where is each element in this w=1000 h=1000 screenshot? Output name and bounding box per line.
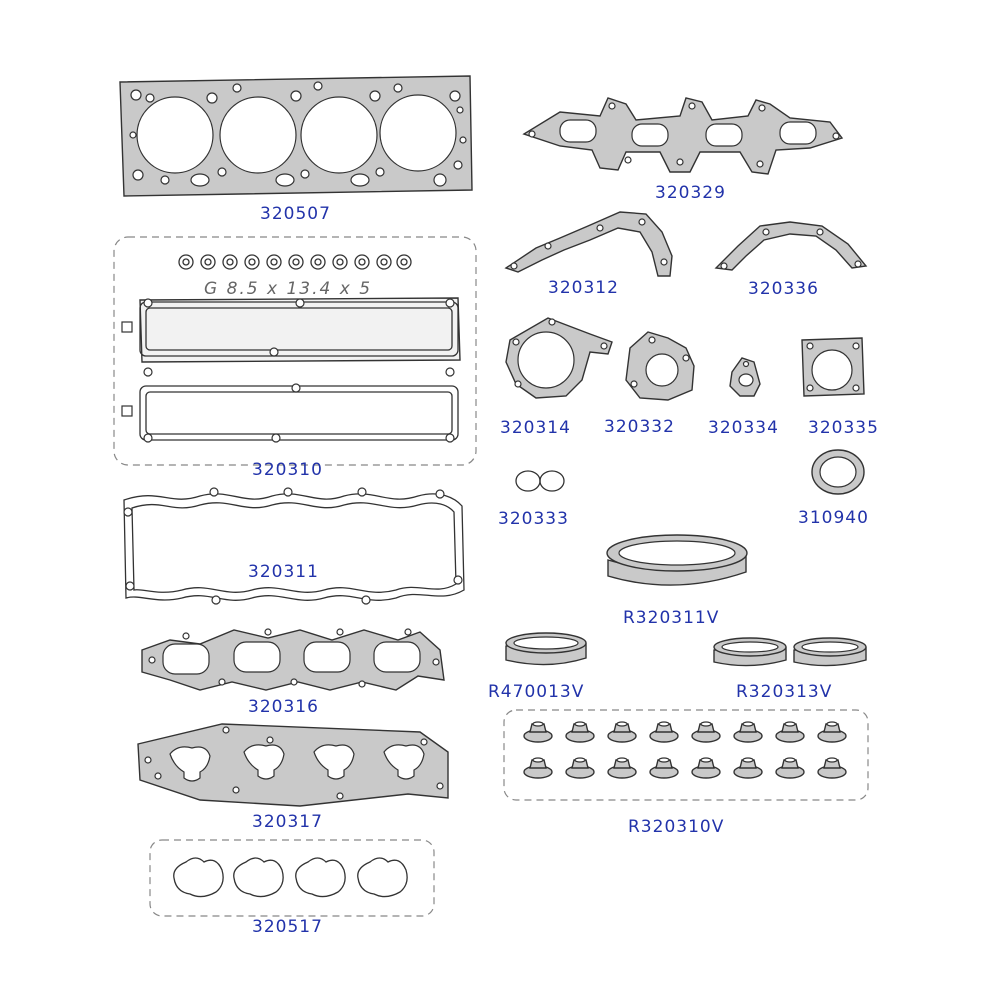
small-gasket-drawing [729, 357, 761, 397]
valve-stem-seal [649, 757, 679, 779]
label-320507: 320507 [260, 204, 331, 224]
valve-stem-seal [607, 721, 637, 743]
valve-stem-seal [523, 721, 553, 743]
valve-stem-seal [733, 757, 763, 779]
valve-cover-gasket-drawing [123, 487, 465, 605]
valve-stem-seal [691, 721, 721, 743]
small-rings-row [178, 254, 412, 270]
label-310940: 310940 [798, 508, 869, 528]
label-R320310V: R320310V [628, 817, 724, 837]
label-320335: 320335 [808, 418, 879, 438]
label-R320311V: R320311V [623, 608, 719, 628]
label-320312: 320312 [548, 278, 619, 298]
exhaust-manifold-gasket-drawing [141, 628, 445, 691]
label-320336: 320336 [748, 279, 819, 299]
valve-stem-seal [775, 721, 805, 743]
double-oring-drawing [515, 470, 565, 492]
label-320517: 320517 [252, 917, 323, 937]
valve-stem-seal [565, 757, 595, 779]
label-R470013V: R470013V [488, 682, 584, 702]
ring-spec-label: G 8.5 x 13.4 x 5 [204, 279, 372, 299]
valve-stem-seal [649, 721, 679, 743]
valve-stem-seal [775, 757, 805, 779]
valve-stem-seal [607, 757, 637, 779]
label-R320313V: R320313V [736, 682, 832, 702]
throttle-gasket-drawing [801, 337, 865, 397]
label-320310: 320310 [252, 460, 323, 480]
intake-ports-set-drawing [149, 839, 435, 917]
valve-stem-seal [733, 721, 763, 743]
valve-stem-seal [565, 721, 595, 743]
valve-stem-seal [691, 757, 721, 779]
valve-cover-set-drawing: G 8.5 x 13.4 x 5 [113, 236, 477, 466]
cover-gasket-left-drawing [504, 211, 673, 277]
valve-stem-seal [817, 757, 847, 779]
label-320333: 320333 [498, 509, 569, 529]
cover-gasket-right-drawing [714, 221, 868, 271]
head-gasket-drawing [119, 75, 473, 197]
crank-seal-left-drawing [505, 632, 587, 666]
manifold-gasket-top-drawing [522, 97, 844, 175]
cam-seals-drawing [713, 637, 867, 667]
label-320311: 320311 [248, 562, 319, 582]
label-320316: 320316 [248, 697, 319, 717]
label-320314: 320314 [500, 418, 571, 438]
intake-manifold-gasket-drawing [137, 723, 449, 807]
label-320329: 320329 [655, 183, 726, 203]
valve-stem-seal [817, 721, 847, 743]
valve-stem-seal [523, 757, 553, 779]
label-320334: 320334 [708, 418, 779, 438]
label-320332: 320332 [604, 417, 675, 437]
label-320317: 320317 [252, 812, 323, 832]
crank-seal-large-drawing [606, 534, 748, 586]
pump-gasket-drawing [505, 317, 613, 399]
seal-ring-drawing [811, 449, 865, 495]
valve-stem-seals-drawing [503, 709, 869, 801]
flange-gasket-drawing [625, 331, 695, 401]
